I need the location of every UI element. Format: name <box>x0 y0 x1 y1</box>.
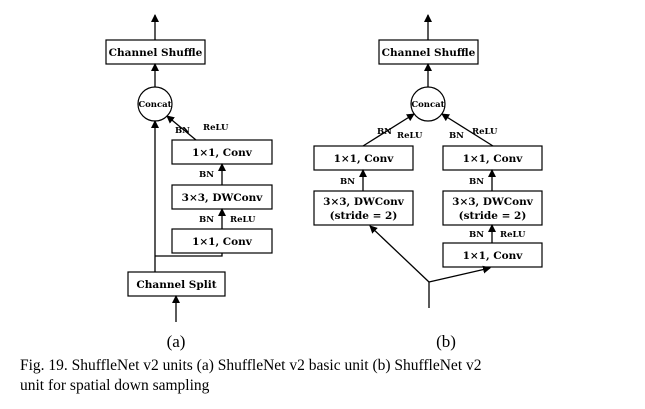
a-bn-low: BN <box>199 215 214 225</box>
b-right-bn-mid: BN <box>469 177 484 187</box>
caption-line-1: Fig. 19. ShuffleNet v2 units (a) Shuffle… <box>20 357 482 374</box>
b-left-dwconv-box <box>313 190 414 226</box>
a-relu-top: ReLU <box>203 123 229 133</box>
b-right-relu-low: ReLU <box>500 230 526 240</box>
figure-caption: Fig. 19. ShuffleNet v2 units (a) Shuffle… <box>20 356 635 396</box>
a-bn-mid: BN <box>199 170 214 180</box>
b-left-dwconv-stride: (stride = 2) <box>330 210 398 222</box>
b-right-conv1x1-top-label: 1×1, Conv <box>463 153 524 165</box>
b-right-conv1x1-bottom-label: 1×1, Conv <box>463 250 524 262</box>
b-left-to-concat-arrow <box>362 113 415 147</box>
b-subfigure-label: (b) <box>436 332 456 351</box>
b-left-relu: ReLU <box>397 131 423 141</box>
b-input-to-right-arrow <box>428 265 491 283</box>
b-concat-label: Concat <box>411 100 444 110</box>
b-left-conv1x1-box <box>313 145 414 171</box>
a-dwconv-box <box>171 184 273 210</box>
a-subfigure-label: (a) <box>167 332 186 351</box>
b-right-conv1x1-top-box <box>442 145 543 171</box>
a-bn-top: BN <box>175 126 190 136</box>
b-input-to-left-arrow <box>369 225 430 283</box>
shufflenet-diagram: Channel Shuffle Concat BN ReLU 1×1, Conv… <box>105 14 543 351</box>
b-left-dwconv-label: 3×3, DWConv <box>323 196 405 208</box>
a-concat-label: Concat <box>138 100 171 110</box>
b-right-bn-low: BN <box>469 230 484 240</box>
a-channel-split-label: Channel Split <box>136 279 216 291</box>
a-channel-split-box <box>127 271 226 297</box>
a-split-to-branch-line <box>155 253 223 257</box>
a-branch-to-concat-arrow <box>166 115 197 141</box>
b-right-dwconv-box <box>442 190 543 226</box>
b-right-conv1x1-bottom-box <box>442 242 543 268</box>
b-left-bn: BN <box>377 127 392 137</box>
b-right-dwconv-stride: (stride = 2) <box>459 210 527 222</box>
a-dwconv-label: 3×3, DWConv <box>182 192 264 204</box>
a-conv1x1-top-box <box>171 139 273 165</box>
diagram-b: Channel Shuffle Concat BN ReLU BN ReLU 1… <box>313 14 543 351</box>
a-channel-shuffle-label: Channel Shuffle <box>109 47 203 59</box>
a-conv1x1-bottom-label: 1×1, Conv <box>192 236 253 248</box>
a-relu-low: ReLU <box>230 215 256 225</box>
b-left-bn-mid: BN <box>340 177 355 187</box>
b-right-relu: ReLU <box>472 127 498 137</box>
b-left-conv1x1-label: 1×1, Conv <box>334 153 395 165</box>
caption-line-2: unit for spatial down sampling <box>20 377 210 394</box>
b-right-to-concat-arrow <box>441 113 494 147</box>
b-right-dwconv-label: 3×3, DWConv <box>452 196 534 208</box>
a-conv1x1-top-label: 1×1, Conv <box>192 147 253 159</box>
b-right-bn: BN <box>449 131 464 141</box>
diagram-a: Channel Shuffle Concat BN ReLU 1×1, Conv… <box>105 14 273 351</box>
b-channel-shuffle-label: Channel Shuffle <box>382 47 476 59</box>
b-concat-node <box>410 86 446 122</box>
